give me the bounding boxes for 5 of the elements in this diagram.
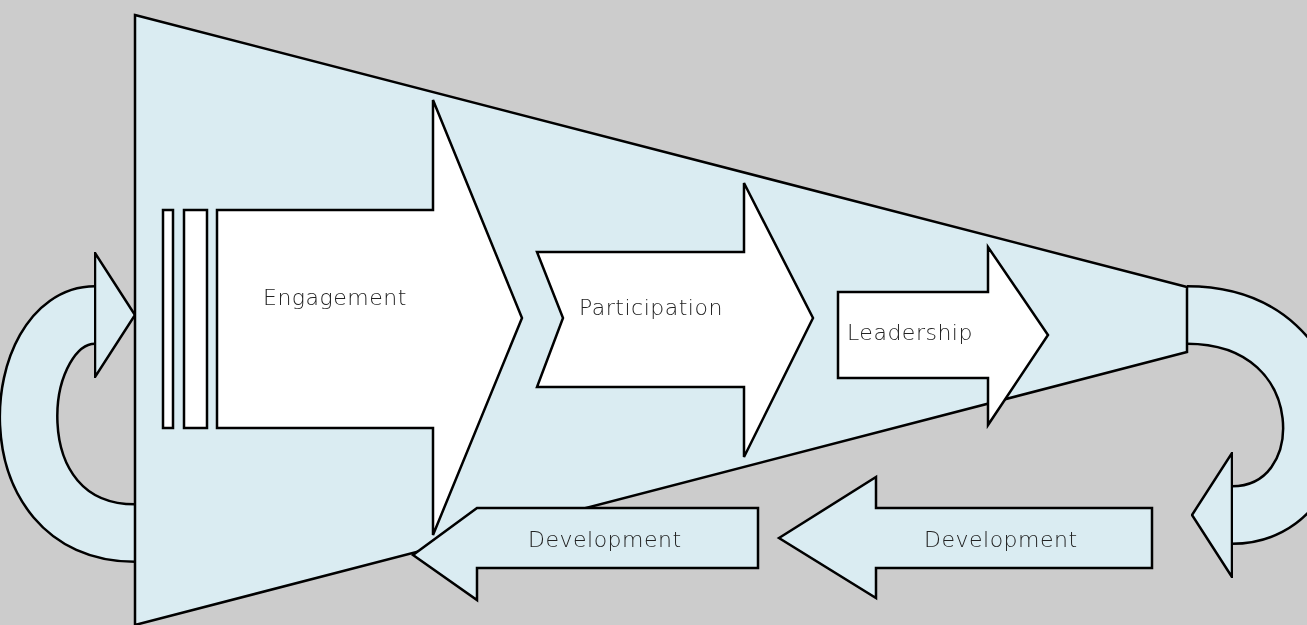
stage-label: Development xyxy=(924,527,1078,552)
stage-label: Participation xyxy=(579,295,723,320)
stage-label: Development xyxy=(528,527,682,552)
stage-label: Leadership xyxy=(847,320,973,345)
stage-label: Engagement xyxy=(263,285,407,310)
